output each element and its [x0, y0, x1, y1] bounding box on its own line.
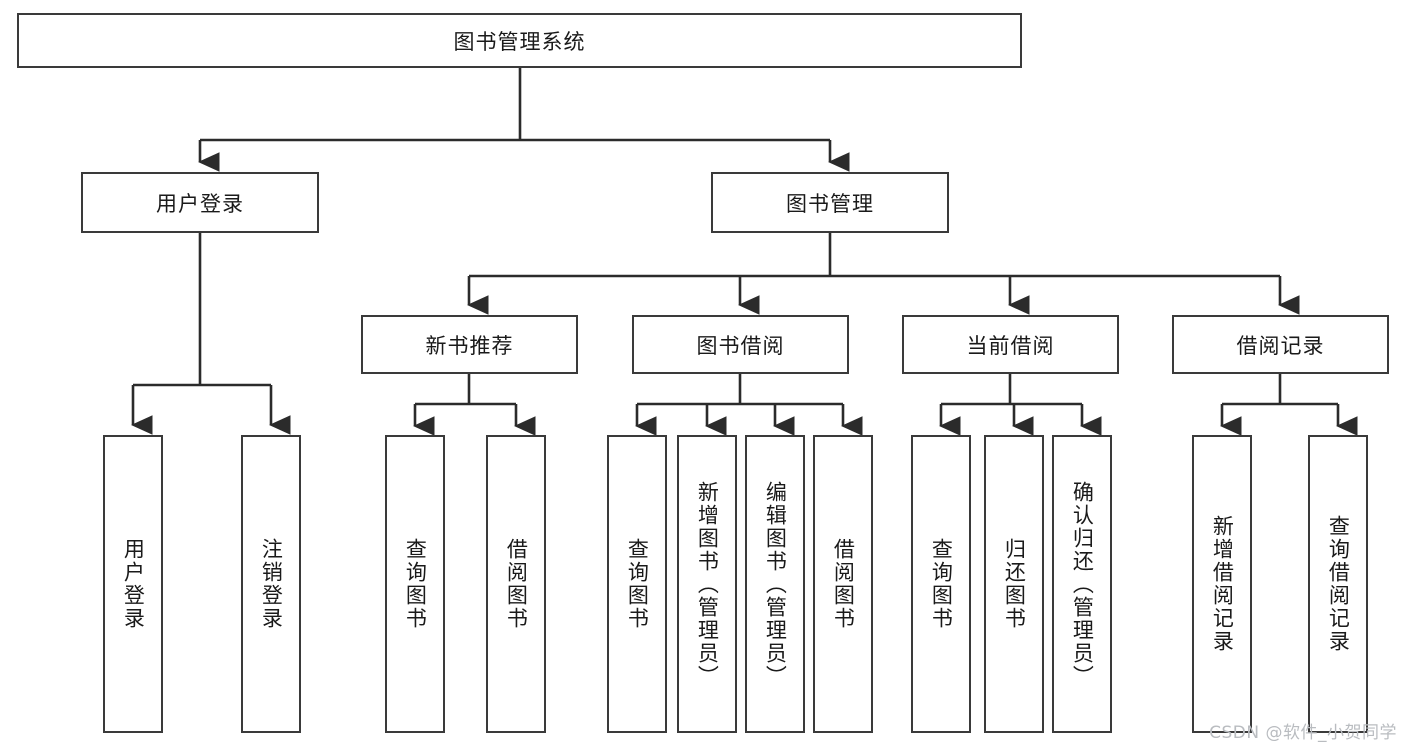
leaf-node-confirm-return-admin[interactable]: 确认归还（管理员） [1052, 435, 1112, 733]
leaf-node-query-book-current[interactable]: 查询图书 [911, 435, 971, 733]
leaf-node-query-book-rec[interactable]: 查询图书 [385, 435, 445, 733]
node-root[interactable]: 图书管理系统 [17, 13, 1022, 68]
node-borrow-record[interactable]: 借阅记录 [1172, 315, 1389, 374]
leaf-node-user-login[interactable]: 用户登录 [103, 435, 163, 733]
node-book-borrow[interactable]: 图书借阅 [632, 315, 849, 374]
node-current-borrow[interactable]: 当前借阅 [902, 315, 1119, 374]
leaf-node-add-borrow-record[interactable]: 新增借阅记录 [1192, 435, 1252, 733]
leaf-node-add-book-admin[interactable]: 新增图书（管理员） [677, 435, 737, 733]
leaf-node-return-book[interactable]: 归还图书 [984, 435, 1044, 733]
leaf-node-logout[interactable]: 注销登录 [241, 435, 301, 733]
node-user-login[interactable]: 用户登录 [81, 172, 319, 233]
node-book-management[interactable]: 图书管理 [711, 172, 949, 233]
leaf-node-borrow-book-rec[interactable]: 借阅图书 [486, 435, 546, 733]
leaf-node-query-borrow-record[interactable]: 查询借阅记录 [1308, 435, 1368, 733]
node-new-book-recommend[interactable]: 新书推荐 [361, 315, 578, 374]
leaf-node-edit-book-admin[interactable]: 编辑图书（管理员） [745, 435, 805, 733]
leaf-node-query-book-borrow[interactable]: 查询图书 [607, 435, 667, 733]
leaf-node-borrow-book[interactable]: 借阅图书 [813, 435, 873, 733]
